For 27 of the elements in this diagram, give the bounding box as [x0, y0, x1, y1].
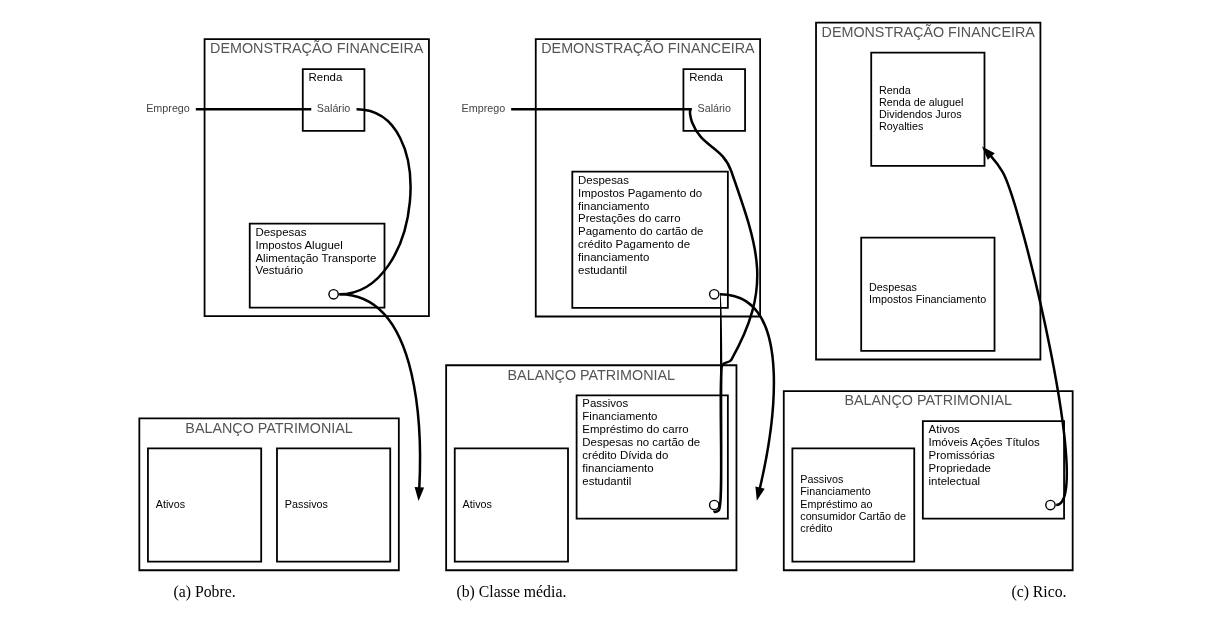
label: (b) Classe média.	[455, 582, 566, 600]
node-text: Salário	[316, 101, 350, 114]
node-circle	[1044, 499, 1056, 511]
node-circle	[708, 499, 720, 511]
node-box: Ativos	[146, 447, 262, 563]
arrow	[338, 293, 424, 501]
cluster: Despesas Impostos Aluguel Alimentação Transporte Vestuário	[248, 222, 385, 309]
node-box: Renda Renda de aluguel Dividendos Juros Royalties	[869, 51, 985, 167]
node-box: Ativos	[453, 447, 569, 563]
node-box: Passivos Financiamento Empréstimo ao consumidor Cartão de crédito	[791, 447, 915, 563]
node-text: Emprego	[461, 101, 505, 114]
cluster: Despesas Impostos Pagamento do financiamento Prestações do carro Pagamento do cartão de crédito Pagamento de financiamento estudantil	[570, 170, 729, 309]
connector	[688, 108, 758, 513]
label: (c) Rico.	[1010, 582, 1067, 600]
node-circle	[708, 288, 720, 300]
connector	[718, 294, 722, 506]
node-box: Despesas Impostos Financiamento	[859, 236, 995, 352]
node-circle	[327, 288, 339, 300]
connector	[510, 108, 692, 111]
cluster: Ativos Imóveis Ações Títulos Promissórias Propriedade intelectual	[921, 420, 1065, 520]
connector	[195, 108, 311, 111]
label: (a) Pobre.	[172, 582, 236, 600]
node-text: Salário	[697, 101, 731, 114]
node-box: Passivos	[275, 447, 391, 563]
arrow	[719, 293, 775, 501]
cluster: Passivos Financiamento Empréstimo do carro Despesas no cartão de crédito Dívida do financiamento estudantil	[575, 394, 729, 520]
node-text: Emprego	[145, 101, 190, 114]
